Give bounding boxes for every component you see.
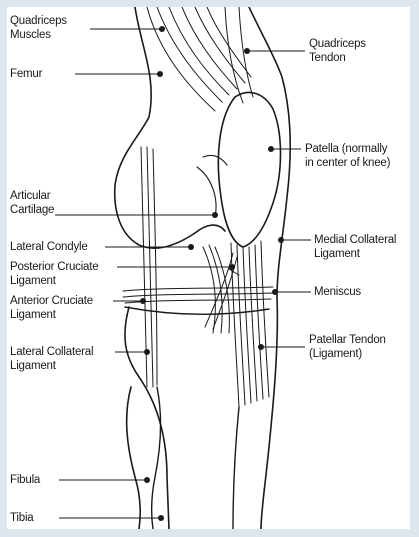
label-line: Quadriceps <box>309 37 366 51</box>
label-line: Femur <box>10 67 42 81</box>
label-line: Lateral Condyle <box>10 240 88 254</box>
label-line: Medial Collateral <box>314 233 396 247</box>
label-line: Patella (normally <box>305 142 390 156</box>
label-line: Ligament <box>10 359 93 373</box>
femur-outline <box>115 7 225 248</box>
label-line: Anterior Cruciate <box>10 294 93 308</box>
label-line: Ligament <box>314 247 396 261</box>
label-fibula: Fibula <box>10 473 40 487</box>
label-line: Muscles <box>10 28 67 42</box>
label-quadriceps-tendon: Quadriceps Tendon <box>309 37 366 65</box>
label-medial-collateral-ligament: Medial Collateral Ligament <box>314 233 396 261</box>
label-lateral-condyle: Lateral Condyle <box>10 240 88 254</box>
label-line: Quadriceps <box>10 14 67 28</box>
patella-outline <box>218 93 280 247</box>
label-line: Cartilage <box>10 203 54 217</box>
label-line: (Ligament) <box>309 347 386 361</box>
label-femur: Femur <box>10 67 42 81</box>
patellar-tendon-fibres <box>231 241 269 407</box>
tibial-plateau <box>125 307 269 314</box>
tibia-right-shaft <box>233 407 239 529</box>
tibia-outline <box>125 307 169 529</box>
label-articular-cartilage: Articular Cartilage <box>10 189 54 217</box>
label-line: in center of knee) <box>305 156 390 170</box>
label-line: Ligament <box>10 274 98 288</box>
quadriceps-tendon-outline <box>249 7 290 529</box>
label-line: Patellar Tendon <box>309 333 386 347</box>
label-line: Lateral Collateral <box>10 345 93 359</box>
label-line: Tendon <box>309 51 366 65</box>
label-quadriceps-muscles: Quadriceps Muscles <box>10 14 67 42</box>
label-line: Fibula <box>10 473 40 487</box>
label-tibia: Tibia <box>10 511 34 525</box>
cruciate-ligaments <box>203 245 239 333</box>
knee-diagram-panel: Quadriceps Muscles Femur Articular Carti… <box>7 7 410 529</box>
label-meniscus: Meniscus <box>314 285 361 299</box>
label-lateral-collateral-ligament: Lateral Collateral Ligament <box>10 345 93 373</box>
fibula-outline <box>127 387 141 529</box>
label-posterior-cruciate-ligament: Posterior Cruciate Ligament <box>10 260 98 288</box>
label-line: Meniscus <box>314 285 361 299</box>
label-patellar-tendon: Patellar Tendon (Ligament) <box>309 333 386 361</box>
label-line: Posterior Cruciate <box>10 260 98 274</box>
label-anterior-cruciate-ligament: Anterior Cruciate Ligament <box>10 294 93 322</box>
label-line: Tibia <box>10 511 34 525</box>
label-line: Ligament <box>10 308 93 322</box>
label-line: Articular <box>10 189 54 203</box>
label-patella: Patella (normally in center of knee) <box>305 142 390 170</box>
